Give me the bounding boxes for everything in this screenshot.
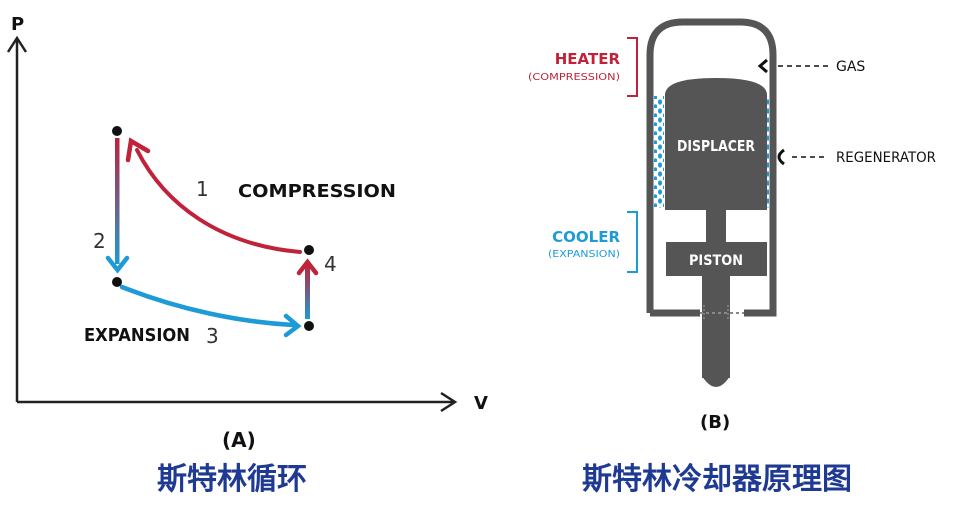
process-2-arrow-icon [105,255,130,274]
left-title: 斯特林循环 [157,462,307,497]
step-2-label: 2 [93,229,106,253]
p-axis-label: P [11,14,24,35]
state-point-top-left [112,126,122,136]
gas-pointer-icon [757,58,768,74]
state-point-top-right [304,245,314,255]
compression-curve [135,148,302,254]
heater-sub-label: (COMPRESSION) [528,72,620,83]
cylinder-wall [646,18,777,317]
v-axis-label: V [474,393,488,414]
right-title: 斯特林冷却器原理图 [582,462,852,497]
cooler-sub-label: (EXPANSION) [548,249,620,260]
process-4-line [305,264,310,319]
displacer [665,78,767,210]
regenerator-pointer-icon [777,148,785,166]
expansion-arrow-icon [283,313,302,338]
displacer-rod [706,210,726,242]
pv-diagram: P V 1 2 3 4 COMPRESSION EXPANSION (A) [6,14,488,452]
compression-arrow-icon [125,137,151,163]
heater-label: HEATER [555,50,621,68]
caption-b: (B) [700,412,730,433]
step-1-label: 1 [196,177,209,201]
process-2-line [115,138,120,264]
cooler-schematic: DISPLACER PISTON HEATER (COMPRESSION) CO… [528,18,936,433]
gas-label: GAS [836,59,865,75]
cooler-bracket [627,211,638,273]
compression-label: COMPRESSION [238,181,396,202]
expansion-label: EXPANSION [84,325,190,346]
state-point-bottom-right [304,321,314,331]
heater-bracket [627,37,638,97]
piston-rod-end [702,376,730,387]
displacer-label: DISPLACER [677,137,755,155]
step-3-label: 3 [206,324,219,348]
process-4-arrow-icon [296,258,319,276]
piston-label: PISTON [689,253,743,269]
regenerator-left [654,96,664,208]
p-axis-arrow-icon [6,35,28,53]
caption-a: (A) [222,428,256,452]
state-point-bottom-left [112,277,122,287]
piston [666,242,767,276]
step-4-label: 4 [324,252,337,276]
regenerator-label: REGENERATOR [836,150,936,166]
v-axis-arrow-icon [440,391,458,413]
expansion-curve [119,284,296,328]
seal-dash-2 [703,305,729,321]
piston-rod [702,276,730,378]
cooler-label: COOLER [552,228,620,246]
